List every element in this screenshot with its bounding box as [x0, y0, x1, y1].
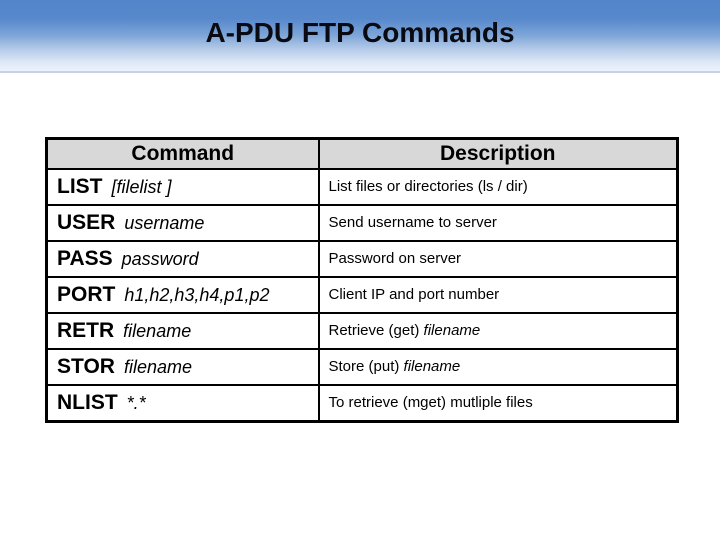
- command-keyword: RETR: [57, 319, 115, 343]
- description-text: To retrieve (mget) mutliple files: [328, 394, 533, 412]
- command-cell: RETR filename: [45, 312, 320, 351]
- command-argument: h1,h2,h3,h4,p1,p2: [124, 285, 270, 306]
- description-text: Send username to server: [328, 213, 497, 231]
- description-text: List files or directories (ls / dir): [328, 177, 528, 195]
- description-cell: To retrieve (mget) mutliple files: [317, 384, 679, 423]
- command-cell: NLIST *.*: [45, 384, 320, 423]
- slide-title: A-PDU FTP Commands: [205, 16, 515, 48]
- description-cell: Retrieve (get) filename: [317, 312, 679, 351]
- description-cell: Store (put) filename: [317, 348, 679, 387]
- command-cell: PASS password: [45, 239, 320, 278]
- row-port: PORT h1,h2,h3,h4,p1,p2 Client IP and port…: [45, 275, 679, 315]
- command-keyword: STOR: [57, 355, 115, 379]
- command-keyword: PASS: [57, 246, 113, 270]
- row-list: LIST [filelist ] List files or directorie…: [45, 167, 679, 206]
- command-argument: username: [124, 212, 205, 233]
- description-text: Retrieve (get): [328, 322, 424, 340]
- command-argument: password: [121, 248, 199, 269]
- command-argument: *.*: [126, 393, 146, 414]
- command-keyword: LIST: [57, 174, 103, 198]
- description-cell: Password on server: [317, 239, 679, 278]
- description-cell: Client IP and port number: [317, 275, 679, 315]
- description-text: Store (put): [328, 358, 404, 376]
- description-text: Client IP and port number: [328, 286, 500, 304]
- description-italic-text: filename: [403, 358, 461, 376]
- header-description: Description: [317, 137, 679, 170]
- command-argument: filename: [123, 321, 192, 342]
- command-cell: LIST [filelist ]: [45, 167, 320, 206]
- row-stor: STOR filename Store (put) filename: [45, 348, 679, 387]
- command-argument: [filelist ]: [111, 176, 172, 197]
- command-argument: filename: [123, 357, 193, 378]
- description-cell: Send username to server: [317, 203, 679, 242]
- command-keyword: USER: [57, 210, 116, 234]
- row-retr: RETR filename Retrieve (get) filename: [45, 312, 679, 351]
- description-cell: List files or directories (ls / dir): [317, 167, 679, 206]
- title-banner: A-PDU FTP Commands: [0, 0, 720, 73]
- command-keyword: NLIST: [57, 391, 118, 415]
- table-header-row: Command Description: [45, 137, 679, 170]
- description-text: Password on server: [328, 249, 462, 267]
- row-nlist: NLIST *.* To retrieve (mget) mutliple fil…: [45, 384, 679, 423]
- command-cell: USER username: [45, 203, 320, 242]
- description-italic-text: filename: [423, 322, 481, 340]
- command-cell: PORT h1,h2,h3,h4,p1,p2: [45, 275, 320, 315]
- row-user: USER username Send username to server: [45, 203, 679, 242]
- row-pass: PASS password Password on server: [45, 239, 679, 278]
- command-keyword: PORT: [57, 283, 116, 307]
- command-cell: STOR filename: [45, 348, 320, 387]
- header-command: Command: [45, 137, 320, 170]
- ftp-commands-table: Command Description LIST [filelist ] List…: [45, 137, 679, 423]
